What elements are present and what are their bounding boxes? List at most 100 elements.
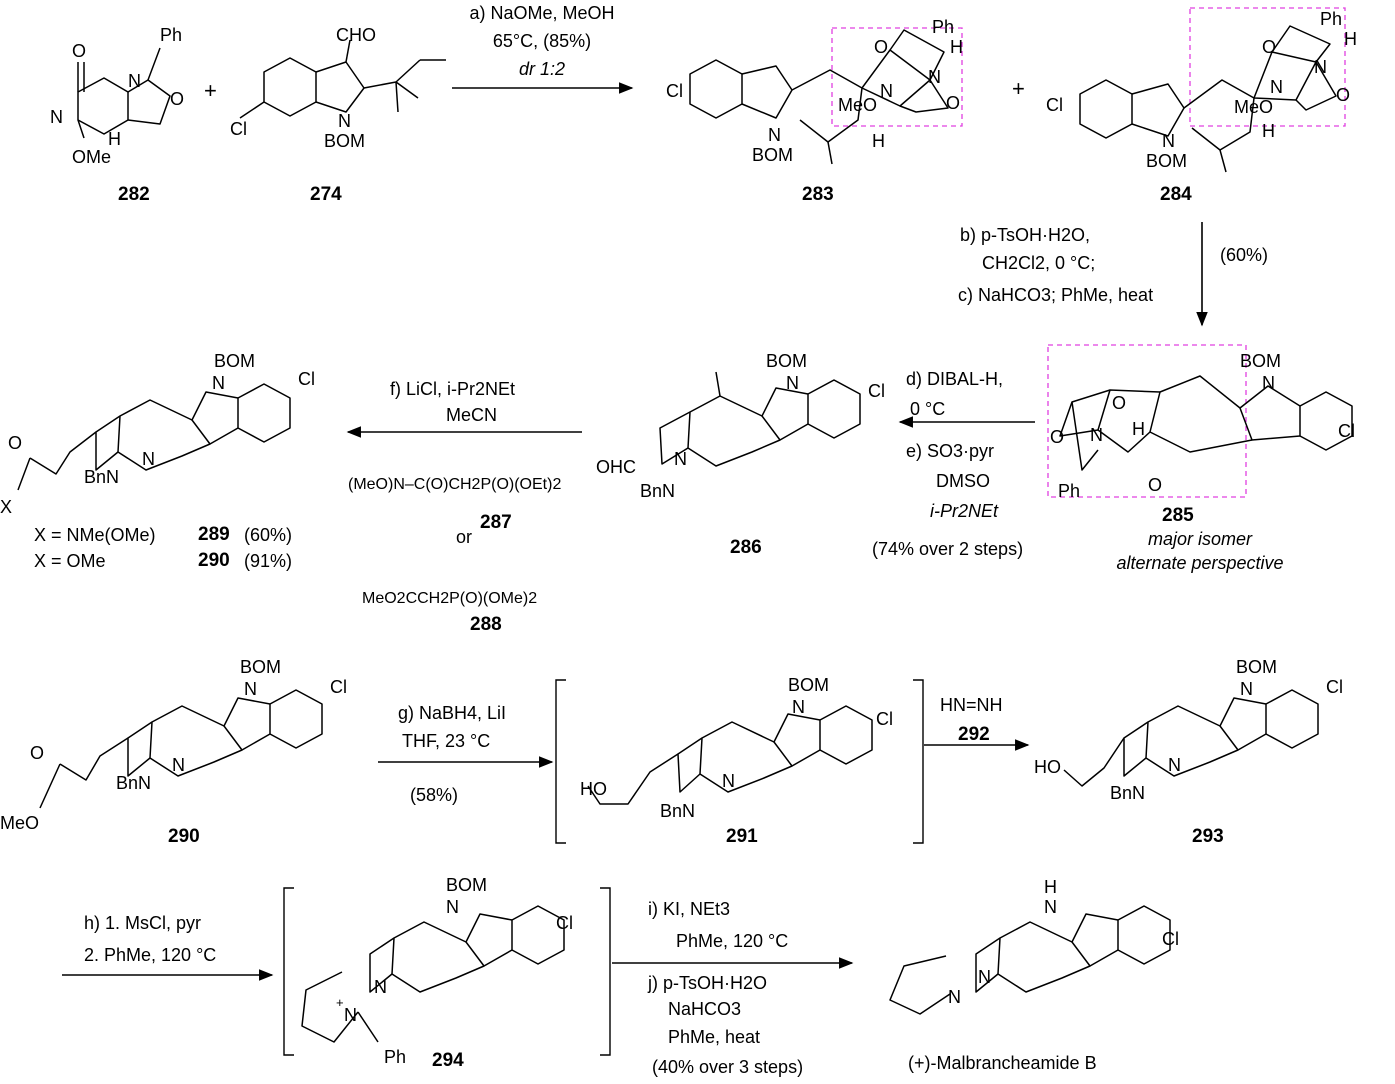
atom-n: N [674, 449, 687, 469]
compound-274-label: 274 [310, 184, 342, 205]
atom-n: N [722, 771, 735, 791]
atom-cl: Cl [868, 381, 885, 401]
atom-bnn: BnN [84, 467, 120, 487]
atom-h: H [872, 131, 885, 151]
atom-cl: Cl [330, 677, 347, 697]
bracket-294-left [283, 887, 294, 1056]
atom-o: O [1112, 393, 1127, 413]
highlight-box-283 [831, 27, 963, 127]
atom-cl: Cl [1046, 95, 1063, 115]
atom-meo: MeO [838, 95, 878, 115]
atom-n: N [1168, 755, 1181, 775]
atom-bom: BOM [1240, 351, 1282, 371]
step-a-line3: dr 1:2 [518, 59, 566, 79]
atom-cl: Cl [1338, 421, 1355, 441]
atom-h: H [1344, 29, 1357, 49]
structure-293 [1063, 689, 1319, 787]
note-285-line1: major isomer [1147, 529, 1253, 549]
structure-282 [77, 47, 171, 139]
atom-n: N [792, 697, 805, 717]
atom-o: O [1262, 37, 1277, 57]
bracket-291-left [555, 679, 566, 844]
highlight-box-285 [1047, 344, 1247, 498]
atom-n: N [128, 71, 141, 91]
structure-285 [1059, 375, 1353, 471]
atom-cl: Cl [666, 81, 683, 101]
atom-n: N [1314, 57, 1327, 77]
atom-o: O [30, 743, 45, 763]
step-j-line1: j) p-TsOH·H2O [648, 973, 768, 993]
structure-291 [587, 705, 873, 805]
atom-bnn: BnN [640, 481, 676, 501]
atom-n: N [212, 373, 225, 393]
reagent-287: (MeO)N–C(O)CH2P(O)(OEt)2 [348, 476, 562, 493]
highlight-box-284 [1189, 7, 1346, 127]
plus-sign: + [1012, 76, 1025, 101]
step-bc-yield: (60%) [1220, 245, 1269, 265]
atom-x: X [0, 497, 13, 517]
atom-cl: Cl [556, 913, 573, 933]
atom-n: N [1090, 425, 1103, 445]
atom-o: O [874, 37, 889, 57]
compound-291-label: 291 [726, 826, 758, 847]
atom-ph: Ph [160, 25, 183, 45]
step-i-line2: PhMe, 120 °C [676, 931, 789, 951]
atom-bnn: BnN [660, 801, 696, 821]
step-g-line1: g) NaBH4, LiI [398, 703, 507, 723]
structure-294 [301, 905, 565, 1043]
compound-292-label: 292 [958, 724, 990, 745]
atom-o: O [8, 433, 23, 453]
atom-o: O [1050, 427, 1065, 447]
atom-n: N [1162, 131, 1175, 151]
compound-final-label: (+)-Malbrancheamide B [908, 1053, 1097, 1073]
step-ij-yield: (40% over 3 steps) [652, 1057, 804, 1077]
step-e-line3: i-Pr2NEt [930, 501, 999, 521]
note-285-line2: alternate perspective [1116, 553, 1284, 573]
atom-n: N [1262, 373, 1275, 393]
compound-287-label: 287 [480, 512, 512, 533]
bracket-294-right [600, 887, 611, 1056]
atom-meo: MeO [0, 813, 40, 833]
atom-bom: BOM [1236, 657, 1278, 677]
step-h-line1: h) 1. MsCl, pyr [84, 913, 202, 933]
atom-ph: Ph [384, 1047, 407, 1067]
step-b-line1: b) p-TsOH·H2O, [960, 225, 1091, 245]
atom-ho: HO [580, 779, 607, 799]
atom-bom: BOM [324, 131, 366, 151]
atom-n: N [50, 107, 63, 127]
atom-bom: BOM [752, 145, 794, 165]
atom-cl: Cl [298, 369, 315, 389]
structure-283 [689, 29, 949, 165]
atom-n: N [786, 373, 799, 393]
step-b-line2: CH2Cl2, 0 °C; [982, 253, 1096, 273]
compound-293-label: 293 [1192, 826, 1224, 847]
atom-bnn: BnN [116, 773, 152, 793]
atom-n: N [880, 81, 893, 101]
atom-h: H [950, 37, 963, 57]
atom-n: N [1044, 897, 1057, 917]
atom-bom: BOM [788, 675, 830, 695]
structure-290-bottom [39, 689, 323, 809]
atom-o: O [1336, 85, 1351, 105]
step-d-line1: d) DIBAL-H, [906, 369, 1004, 389]
atom-o: O [72, 41, 87, 61]
atom-meo: MeO [1234, 97, 1274, 117]
atom-bnn: BnN [1110, 783, 1146, 803]
atom-ph: Ph [932, 17, 955, 37]
atom-n: N [172, 755, 185, 775]
step-c-line1: c) NaHCO3; PhMe, heat [958, 285, 1154, 305]
structure-289-290 [17, 383, 291, 491]
atom-ohc: OHC [596, 457, 636, 477]
atom-o: O [170, 89, 185, 109]
structure-286 [659, 371, 861, 467]
result-290-x: X = OMe [34, 551, 106, 571]
bracket-291-right [913, 679, 924, 844]
step-j-line3: PhMe, heat [668, 1027, 761, 1047]
compound-289-label: 289 [198, 524, 230, 545]
compound-286-label: 286 [730, 537, 762, 558]
compound-284-label: 284 [1160, 184, 1192, 205]
step-e-line1: e) SO3·pyr [906, 441, 995, 461]
atom-h: H [108, 129, 121, 149]
step-diimide: HN=NH [940, 695, 1003, 715]
atom-o: O [1148, 475, 1163, 495]
